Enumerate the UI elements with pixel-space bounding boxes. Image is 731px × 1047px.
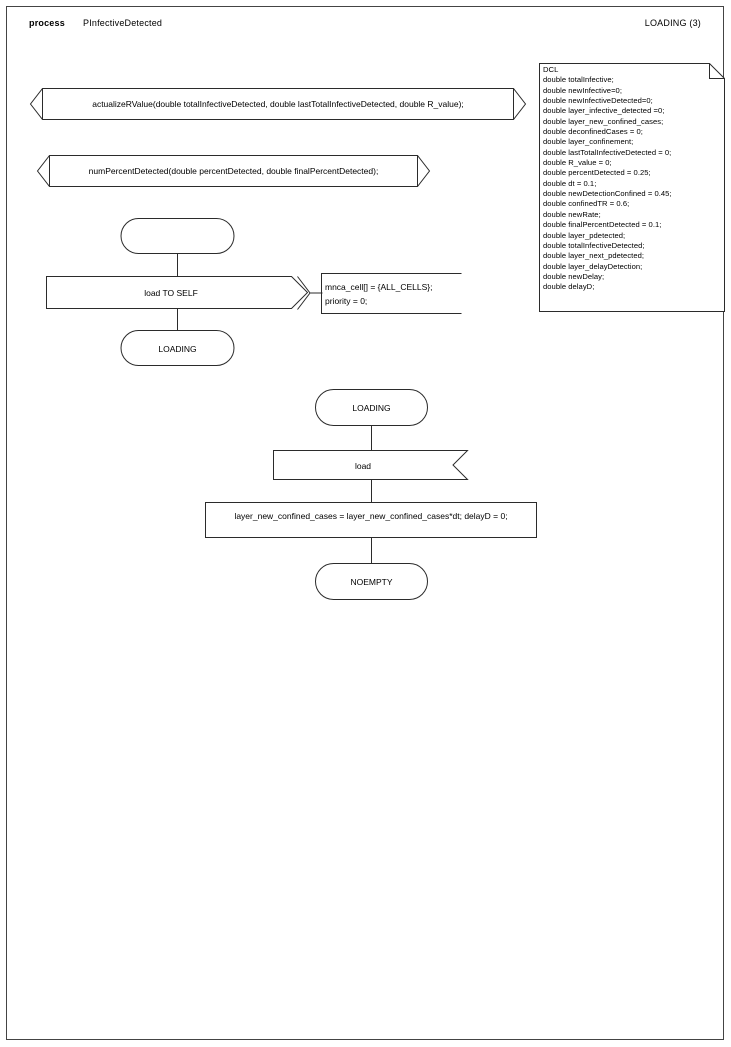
connector-task-to-nextstate	[371, 538, 372, 563]
procedure-label-numPercentDetected: numPercentDetected(double percentDetecte…	[88, 166, 379, 176]
state-shape-loading[interactable]	[315, 389, 428, 426]
connector-start-to-output	[177, 254, 178, 276]
diagram-name-label: PInfectiveDetected	[83, 18, 163, 28]
start-state-shape[interactable]	[120, 218, 235, 254]
nextstate-shape-noempty[interactable]	[315, 563, 428, 600]
connector-output-to-note	[297, 276, 323, 310]
task-symbol-text: layer_new_confined_cases = layer_new_con…	[234, 511, 508, 521]
input-symbol-shape[interactable]	[273, 450, 469, 480]
output-symbol-label: load TO SELF	[144, 288, 198, 298]
nextstate-shape-loading[interactable]	[120, 330, 235, 366]
procedure-shape-numPercentDetected[interactable]	[36, 155, 431, 187]
state-label-loading: LOADING	[352, 403, 391, 413]
page-number-label: LOADING (3)	[644, 18, 701, 28]
declaration-box[interactable]	[539, 63, 725, 312]
output-symbol-shape[interactable]	[46, 276, 309, 309]
procedure-shape-actualizeRValue[interactable]	[29, 88, 527, 120]
declaration-box-text: DCL double totalInfective; double newInf…	[543, 65, 672, 292]
nextstate-label-loading: LOADING	[158, 344, 197, 354]
task-symbol-shape[interactable]	[205, 502, 537, 538]
connector-state-to-input	[371, 426, 372, 450]
connector-output-to-nextstate	[177, 309, 178, 330]
input-symbol-label: load	[354, 461, 372, 471]
comment-note-shape[interactable]	[321, 273, 462, 314]
comment-note-text: mnca_cell[] = {ALL_CELLS}; priority = 0;	[325, 282, 433, 306]
diagram-kind-label: process	[29, 18, 65, 28]
nextstate-label-noempty: NOEMPTY	[350, 577, 393, 587]
connector-input-to-task	[371, 480, 372, 502]
procedure-label-actualizeRValue: actualizeRValue(double totalInfectiveDet…	[92, 99, 464, 109]
